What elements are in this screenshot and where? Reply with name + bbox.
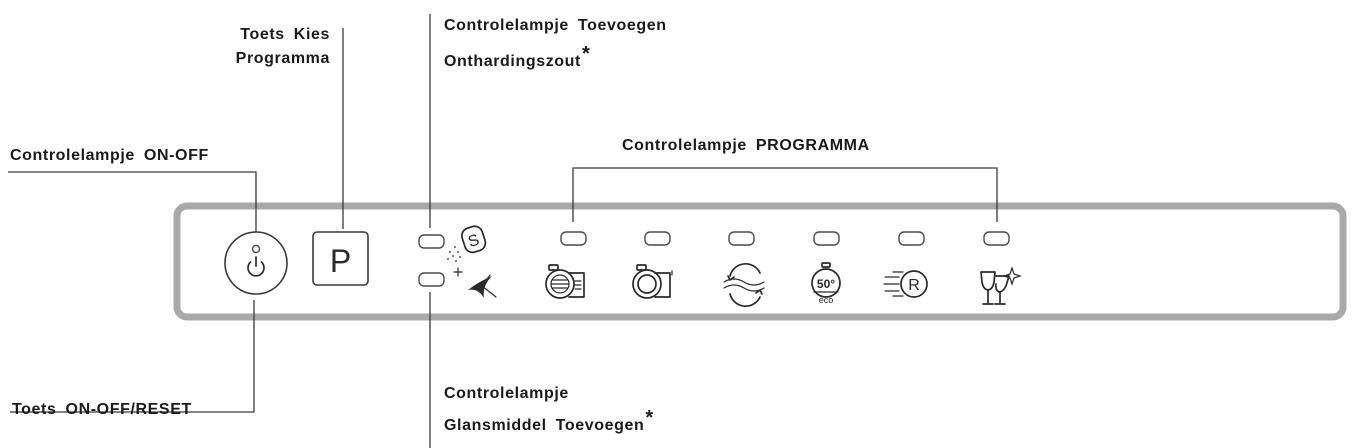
label-onoff-lamp: Controlelampje ON-OFF xyxy=(10,147,209,164)
rapid-program-icon: R xyxy=(883,270,928,298)
salt-lamp xyxy=(418,234,445,249)
label-rinse-lamp: Controlelampje Glansmiddel Toevoegen* xyxy=(444,382,654,438)
program-button-letter: P xyxy=(330,243,351,279)
program-lamp-5 xyxy=(898,231,925,246)
auto-program-icon xyxy=(723,263,765,307)
svg-text:R: R xyxy=(908,277,920,294)
normal-program-icon xyxy=(632,264,673,299)
leader-program-lamps xyxy=(572,167,998,222)
power-icon xyxy=(247,261,265,277)
sparkle-icon xyxy=(453,267,497,298)
glass-program-icon xyxy=(980,266,1022,305)
leader-lines xyxy=(8,14,998,448)
onoff-indicator-lamp xyxy=(251,244,261,254)
label-program-lamps: Controlelampje PROGRAMMA xyxy=(622,137,870,154)
label-program-key: Toets Kies Programma xyxy=(150,23,330,71)
rinse-aid-indicator xyxy=(418,267,497,298)
asterisk-rinse: * xyxy=(645,407,654,429)
asterisk-salt: * xyxy=(581,43,591,65)
program-lamp-1 xyxy=(560,231,587,246)
label-program-key-line1: Toets Kies xyxy=(240,26,330,43)
label-program-key-line2: Programma xyxy=(235,50,330,67)
salt-icon: S xyxy=(447,225,487,262)
program-lamps xyxy=(560,231,1010,246)
svg-text:S: S xyxy=(466,232,481,251)
program-lamp-6 xyxy=(983,231,1010,246)
label-onoff-reset-key: Toets ON-OFF/RESET xyxy=(12,401,192,418)
control-panel-frame xyxy=(173,202,1347,321)
label-salt-lamp: Controlelampje Toevoegen Onthardingszout… xyxy=(444,14,667,74)
label-rinse-lamp-line1: Controlelampje xyxy=(444,385,569,402)
label-salt-lamp-line1: Controlelampje Toevoegen xyxy=(444,17,667,34)
intensive-program-icon xyxy=(545,264,585,299)
program-lamp-3 xyxy=(728,231,755,246)
leader-onoff-reset-key xyxy=(10,300,255,413)
label-rinse-lamp-line2: Glansmiddel Toevoegen xyxy=(444,417,645,434)
rinse-aid-lamp xyxy=(418,272,445,287)
onoff-reset-button[interactable] xyxy=(224,231,288,295)
label-salt-lamp-line2: Onthardingszout xyxy=(444,53,581,70)
program-lamp-2 xyxy=(644,231,671,246)
program-lamp-4 xyxy=(813,231,840,246)
program-select-button[interactable]: P xyxy=(312,231,369,286)
leader-onoff-lamp xyxy=(8,171,257,234)
svg-text:50°: 50° xyxy=(817,277,835,291)
svg-text:eco: eco xyxy=(819,295,834,305)
salt-refill-indicator: S xyxy=(418,225,487,262)
eco-program-icon: 50° eco xyxy=(811,262,841,305)
